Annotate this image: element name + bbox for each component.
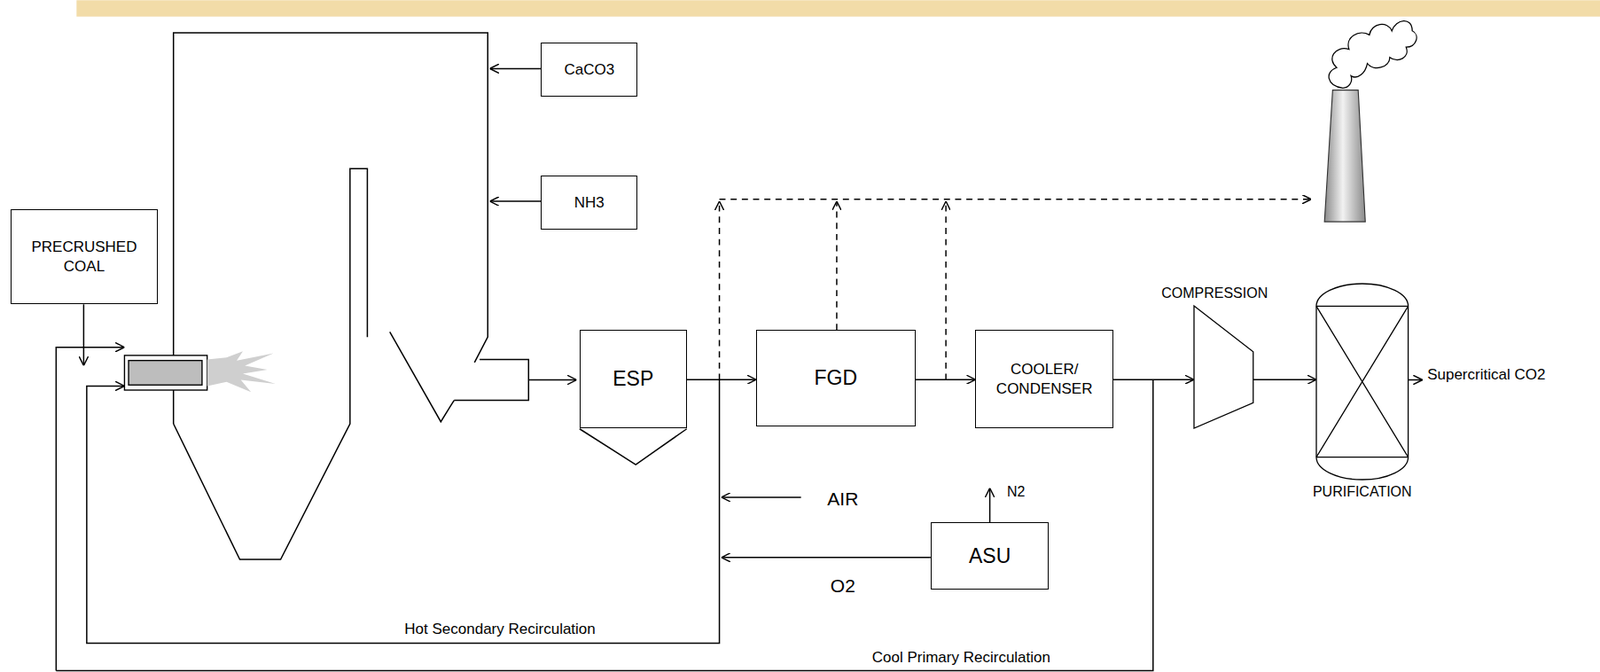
flow-arrow — [1253, 378, 1317, 381]
input-box: PRECRUSHED COAL — [10, 209, 159, 305]
node-text: ASU — [968, 543, 1011, 570]
stream-label: N2 — [1005, 483, 1027, 500]
stack — [1324, 21, 1417, 223]
flow-lines — [55, 68, 1422, 671]
header-band — [76, 0, 1600, 16]
compressor-outline — [1194, 305, 1254, 429]
line-label: Hot Secondary Recirculation — [402, 620, 597, 639]
boiler-outline — [173, 32, 530, 560]
vessel-outline — [1316, 283, 1409, 480]
line-label: Cool Primary Recirculation — [870, 648, 1053, 667]
node-text: FGD — [814, 365, 859, 391]
reagent-box: CaCO3 — [540, 42, 638, 97]
purification-vessel: PURIFICATION — [1316, 283, 1409, 480]
cooler-box: COOLER/ CONDENSER — [975, 329, 1113, 430]
stream-label: AIR — [825, 488, 860, 510]
flow-arrow — [686, 378, 757, 381]
node-text: CaCO3 — [563, 60, 615, 79]
node-text: COOLER/ CONDENSER — [990, 359, 1099, 399]
node-text: PRECRUSHED COAL — [27, 237, 141, 276]
node-text: COMPRESSION — [1161, 284, 1268, 303]
esp-box: ESP — [579, 329, 687, 430]
fgd-box: FGD — [756, 329, 916, 427]
product-label: Supercritical CO2 — [1425, 366, 1547, 384]
node-text: NH3 — [574, 193, 605, 212]
node-text: ESP — [612, 366, 654, 392]
stream-label: O2 — [828, 575, 858, 597]
asu-box: ASU — [930, 522, 1050, 590]
compressor-symbol: COMPRESSION — [1194, 305, 1254, 429]
node-text: PURIFICATION — [1312, 483, 1413, 501]
flow-arrow — [915, 378, 976, 381]
flow-arrow — [1113, 378, 1195, 381]
burner — [124, 351, 275, 392]
reagent-box: NH3 — [540, 175, 638, 230]
